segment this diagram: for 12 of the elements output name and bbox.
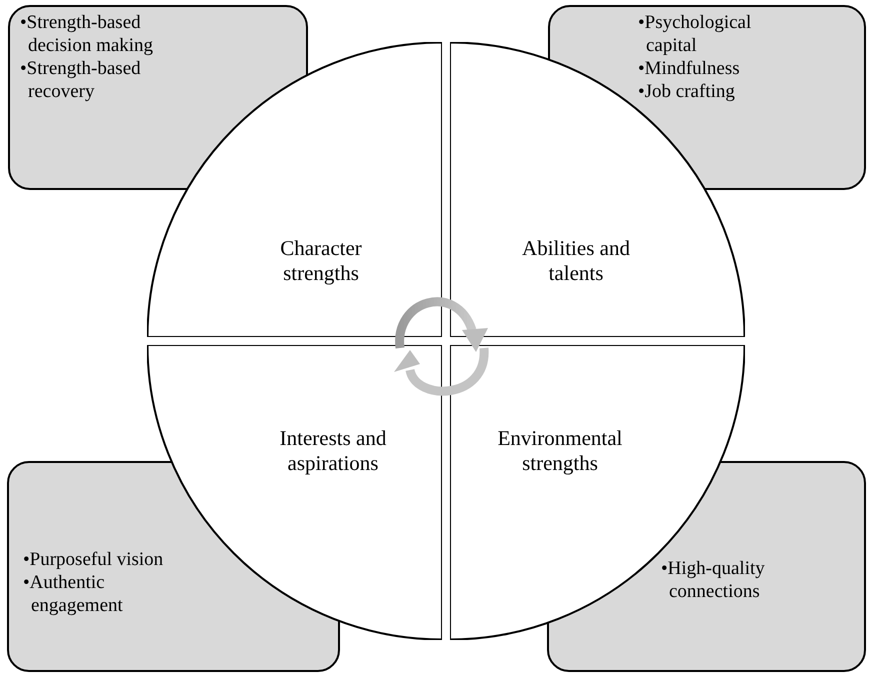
segment-label: Environmental strengths (496, 426, 624, 476)
segment-label: Abilities and talents (521, 236, 631, 286)
bullet-item: •Mindfulness (638, 57, 741, 80)
bullet-item: •Psychological capital (638, 11, 752, 57)
bullet-item: •Authentic engagement (23, 571, 124, 617)
segment-label: Character strengths (279, 236, 363, 286)
bullet-item: •Strength-based recovery (20, 57, 142, 103)
bullet-item: •High-quality connections (661, 557, 766, 603)
bullet-item: •Purposeful vision (23, 548, 164, 571)
bullet-item: •Strength-based decision making (20, 11, 154, 57)
segment-label: Interests and aspirations (278, 426, 388, 476)
bullet-item: •Job crafting (638, 80, 736, 103)
